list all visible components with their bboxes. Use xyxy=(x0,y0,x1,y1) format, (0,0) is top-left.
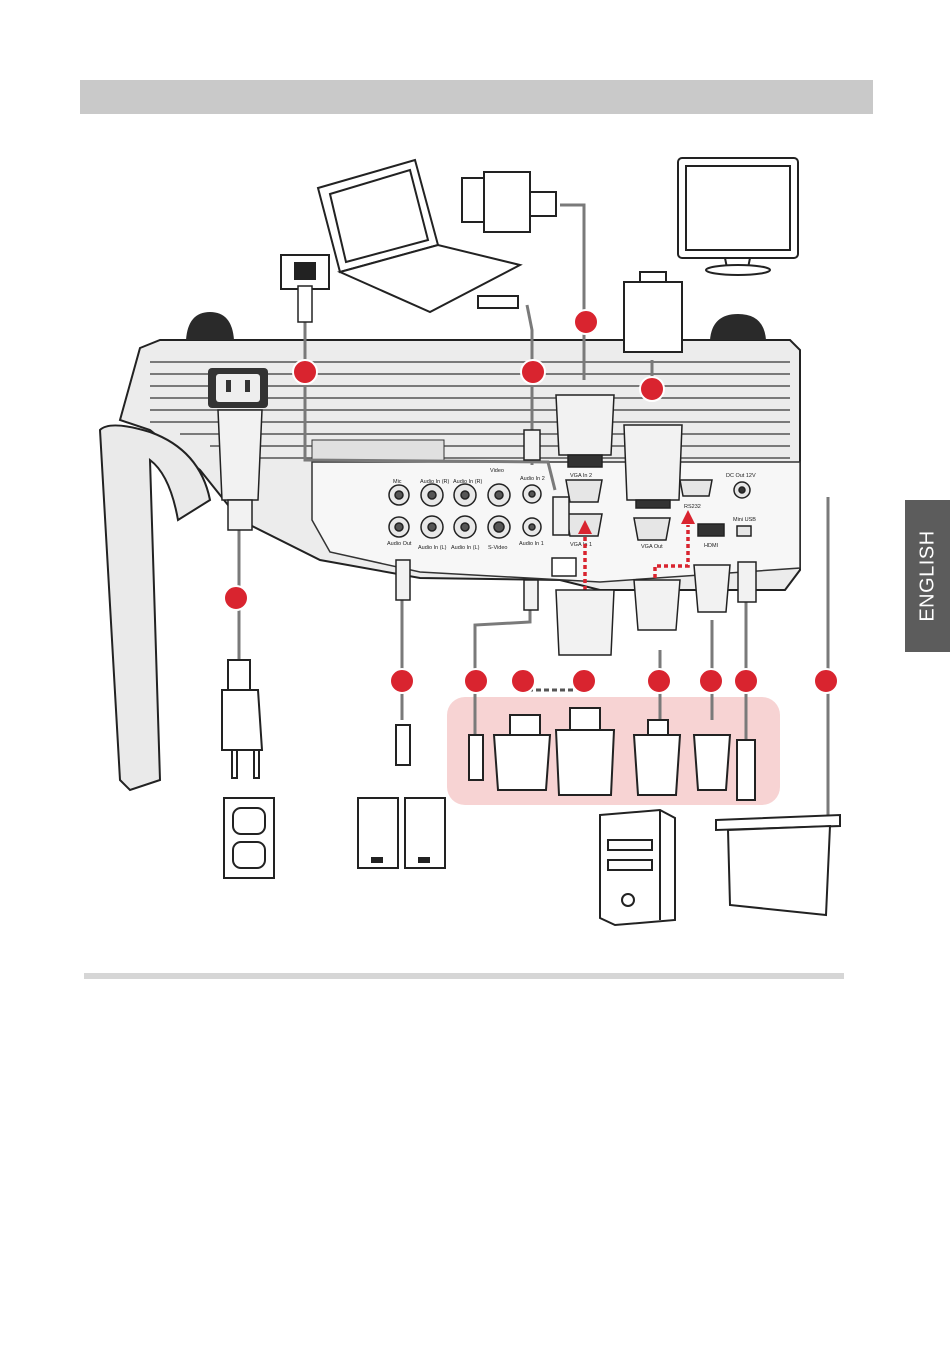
label-mini-usb: Mini USB xyxy=(733,517,756,523)
label-audio-in-l-2: Audio In (L) xyxy=(451,545,480,551)
label-vga-in-1: VGA In 1 xyxy=(570,542,592,548)
pc-tower xyxy=(600,810,675,925)
network-jack xyxy=(281,255,329,322)
monitor xyxy=(678,158,798,275)
label-audio-in-l-1: Audio In (L) xyxy=(418,545,447,551)
label-s-video: S-Video xyxy=(488,545,507,551)
section-divider xyxy=(84,973,844,979)
label-audio-in-r-2: Audio In (R) xyxy=(453,479,483,485)
label-video: Video xyxy=(490,468,504,474)
label-vga-out: VGA Out xyxy=(641,544,663,550)
label-audio-out: Audio Out xyxy=(387,541,412,547)
label-audio-in-1: Audio In 1 xyxy=(519,541,544,547)
label-vga-in-2: VGA In 2 xyxy=(570,473,592,479)
speakers xyxy=(358,798,445,868)
power-plug xyxy=(222,660,262,778)
label-rs232: RS232 xyxy=(684,504,701,510)
language-tab: ENGLISH xyxy=(905,500,950,652)
projector-arm xyxy=(100,425,210,790)
wall-outlet xyxy=(224,798,274,878)
audio-plug-top xyxy=(478,296,518,308)
label-audio-in-r-1: Audio In (R) xyxy=(420,479,450,485)
label-audio-in-2: Audio In 2 xyxy=(520,476,545,482)
label-hdmi: HDMI xyxy=(704,543,719,549)
audio-plug-speaker xyxy=(396,725,410,765)
vga-plug-top xyxy=(462,172,556,232)
label-dc-out: DC Out 12V xyxy=(726,473,756,479)
language-tab-label: ENGLISH xyxy=(916,530,939,621)
label-mic: Mic xyxy=(393,479,402,485)
vga-plug-monitor xyxy=(624,272,682,352)
projection-screen xyxy=(716,815,840,915)
